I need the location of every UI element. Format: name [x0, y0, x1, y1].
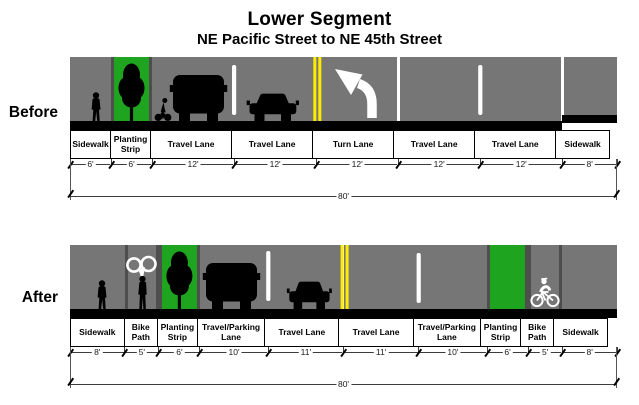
ground-strip	[70, 121, 617, 130]
segment-label-cell: Planting Strip	[480, 318, 522, 347]
dimension-value: 12'	[349, 159, 365, 170]
bike-path-symbol-icon	[530, 277, 560, 308]
after-graphic	[70, 245, 617, 318]
extension-line	[70, 159, 71, 200]
lane-dash-marking	[266, 251, 271, 301]
segment-label-cell: Sidewalk	[70, 130, 112, 159]
pedestrian-icon	[91, 92, 101, 121]
extension-line	[616, 159, 617, 200]
before-segment-dims: 6' 6' 12' 12' 12' 12' 12' 8'	[66, 159, 621, 173]
cyclist-with-bike-icon	[126, 255, 157, 310]
segment-label-cell: Bike Path	[123, 318, 158, 347]
segment-label-cell: Travel/Parking Lane	[412, 318, 482, 347]
before-section: Before	[0, 57, 639, 209]
segment-label-cell: Travel Lane	[231, 130, 314, 159]
after-total-dimension: 80'	[67, 347, 620, 395]
segment-surface-sidewalk	[562, 245, 617, 309]
dimension-value: 8'	[584, 159, 595, 170]
double-yellow-centerline	[313, 57, 322, 121]
segment-surface-sidewalk	[562, 57, 617, 121]
street-tree-icon	[118, 63, 145, 121]
page-title: Lower Segment	[247, 9, 392, 30]
cyclist-silhouette-icon	[154, 98, 172, 121]
total-width-value: 80'	[335, 190, 352, 202]
dimension-value: 6'	[126, 159, 137, 170]
double-yellow-centerline	[340, 245, 349, 309]
lane-dash-marking	[478, 65, 483, 115]
segment-surface-road	[316, 57, 399, 121]
total-width-value: 80'	[335, 378, 352, 390]
extension-line	[616, 347, 617, 388]
left-turn-arrow-marking	[335, 69, 377, 118]
roadway-gap	[560, 57, 564, 121]
dimension-value: 12'	[267, 159, 283, 170]
dimension-value: 12'	[513, 159, 529, 170]
dimension-value: 11'	[298, 347, 314, 358]
before-graphic	[70, 57, 617, 130]
segment-label-cell: Travel Lane	[393, 130, 476, 159]
segment-label-cell: Sidewalk	[70, 318, 125, 347]
segment-label-cell: Planting Strip	[110, 130, 152, 159]
dimension-value: 5'	[540, 347, 551, 358]
dimension-value: 8'	[584, 347, 595, 358]
pedestrian-icon	[97, 280, 107, 309]
dimension-value: 12'	[431, 159, 447, 170]
segment-surface-road	[418, 245, 488, 309]
segment-label-cell: Sidewalk	[553, 318, 608, 347]
extension-line	[70, 347, 71, 388]
page-subtitle: NE Pacific Street to NE 45th Street	[196, 31, 443, 48]
dimension-value: 10'	[226, 347, 242, 358]
segment-label-cell: Travel/Parking Lane	[196, 318, 266, 347]
segment-label-cell: Planting Strip	[156, 318, 198, 347]
segment-surface-sidewalk	[70, 57, 112, 121]
car-silhouette-icon	[286, 281, 332, 309]
after-section-label: After	[21, 289, 58, 306]
segment-label-cell: Travel Lane	[338, 318, 414, 347]
lane-dash-marking	[416, 253, 421, 303]
raised-sidewalk-curb	[562, 115, 617, 130]
roadway-gap	[396, 57, 400, 121]
after-figures	[97, 245, 560, 310]
after-section: After	[0, 245, 639, 397]
before-section-label: Before	[8, 104, 58, 121]
dimension-value: 12'	[185, 159, 201, 170]
segment-label-cell: Bike Path	[520, 318, 555, 347]
before-figures	[91, 57, 483, 121]
segment-label-cell: Travel Lane	[150, 130, 233, 159]
lane-dash-marking	[232, 65, 237, 115]
dimension-value: 6'	[502, 347, 513, 358]
segment-label-cell: Travel Lane	[264, 318, 340, 347]
car-silhouette-icon	[246, 93, 299, 121]
segment-surface-road	[398, 57, 481, 121]
segment-label-cell: Sidewalk	[555, 130, 610, 159]
segment-surface-bikepath	[528, 245, 563, 309]
ground-strip	[70, 309, 617, 318]
dimension-value: 8'	[92, 347, 103, 358]
segment-surface-road	[480, 57, 563, 121]
segment-surface-planting	[487, 245, 529, 309]
segment-surface-sidewalk	[70, 245, 125, 309]
dimension-value: 11'	[373, 347, 389, 358]
dimension-value: 10'	[445, 347, 461, 358]
dimension-value: 6'	[174, 347, 185, 358]
before-total-dimension: 80'	[67, 159, 620, 207]
truck-silhouette-icon	[202, 263, 261, 309]
truck-silhouette-icon	[169, 75, 228, 121]
segment-label-cell: Turn Lane	[312, 130, 395, 159]
dimension-value: 5'	[136, 347, 147, 358]
segment-surface-road	[343, 245, 419, 309]
after-segment-dims: 8' 5' 6' 10' 11' 11' 10' 6' 5' 8'	[66, 347, 621, 361]
street-tree-icon	[166, 251, 193, 309]
segment-label-cell: Travel Lane	[474, 130, 557, 159]
dimension-value: 6'	[85, 159, 96, 170]
